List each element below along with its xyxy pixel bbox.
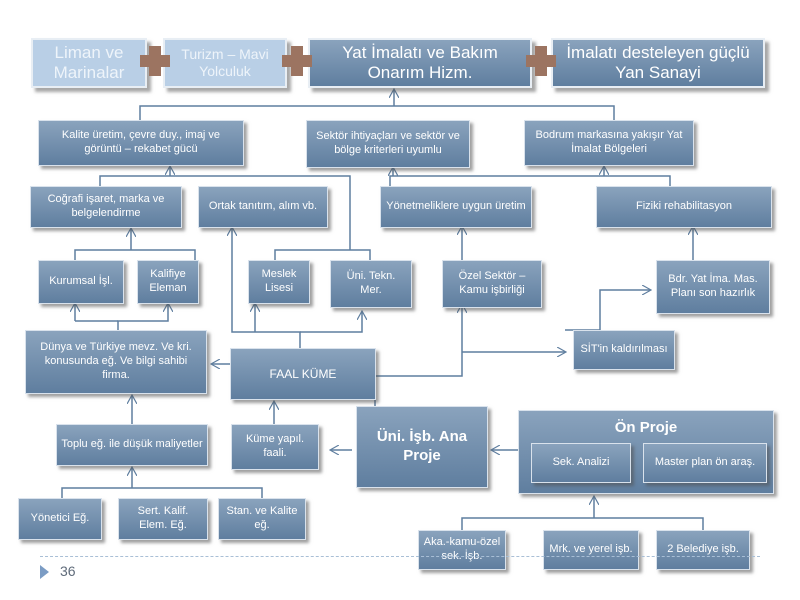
bdr-plan-box: Bdr. Yat İma. Mas. Planı son hazırlık [656, 260, 770, 314]
master-plan-box: Master plan ön araş. [643, 443, 767, 483]
ortak-tanitim-box: Ortak tanıtım, alım vb. [198, 186, 328, 228]
yonetmelik-box: Yönetmeliklere uygun üretim [380, 186, 532, 228]
master-plan-label: Master plan ön araş. [654, 456, 756, 469]
sit-box: SİT'in kaldırılması [573, 330, 675, 370]
ozel-sektor-box: Özel Sektör – Kamu işbirliği [442, 260, 542, 308]
yan-sanayi-label: İmalatı desteleyen güçlü Yan Sanayi [566, 42, 750, 82]
uni-isb-label: Üni. İşb. Ana Proje [376, 428, 468, 464]
slide-arrow-icon [40, 565, 49, 579]
toplu-eg-label: Toplu eğ. ile düşük maliyetler [61, 438, 203, 451]
ozel-sektor-label: Özel Sektör – Kamu işbirliği [458, 270, 526, 296]
fiziki-label: Fiziki rehabilitasyon [636, 200, 732, 213]
kurumsal-label: Kurumsal İşl. [49, 275, 113, 288]
uni-isb-box: Üni. İşb. Ana Proje [356, 406, 488, 488]
kalifiye-label: Kalifiye Eleman [149, 268, 187, 294]
sek-analizi-label: Sek. Analizi [552, 456, 610, 469]
faal-kume-label: FAAL KÜME [269, 366, 337, 381]
footer-divider [40, 556, 760, 557]
connector-plus-icon [526, 46, 556, 76]
cografi-label: Coğrafi işaret, marka ve belgelendirme [47, 193, 165, 219]
mrk-yerel-label: Mrk. ve yerel işb. [549, 543, 633, 556]
stan-kalite-box: Stan. ve Kalite eğ. [218, 498, 306, 540]
yat-imalati-label: Yat İmalatı ve Bakım Onarım Hizm. [342, 42, 498, 82]
fiziki-box: Fiziki rehabilitasyon [596, 186, 772, 228]
liman-marina-label: Liman ve Marinalar [53, 42, 125, 82]
on-proje-title: Ön Proje [614, 419, 678, 436]
connector-plus-icon [140, 46, 170, 76]
belediye-box: 2 Belediye işb. [656, 530, 750, 570]
belediye-label: 2 Belediye işb. [667, 543, 739, 556]
yonetici-label: Yönetici Eğ. [30, 512, 90, 525]
kume-yapil-box: Küme yapıl. faali. [231, 424, 319, 470]
kurumsal-box: Kurumsal İşl. [38, 260, 124, 304]
bodrum-label: Bodrum markasına yakışır Yat İmalat Bölg… [535, 129, 683, 155]
bodrum-box: Bodrum markasına yakışır Yat İmalat Bölg… [524, 120, 694, 166]
sek-analizi-box: Sek. Analizi [531, 443, 631, 483]
meslek-label: Meslek Lisesi [261, 268, 297, 294]
connector-plus-icon [282, 46, 312, 76]
page-number: 36 [60, 563, 76, 579]
yan-sanayi-box: İmalatı desteleyen güçlü Yan Sanayi [551, 38, 765, 88]
aka-kamu-box: Aka.-kamu-özel sek. İşb. [418, 530, 506, 570]
yonetmelik-label: Yönetmeliklere uygun üretim [386, 200, 526, 213]
cografi-box: Coğrafi işaret, marka ve belgelendirme [30, 186, 182, 228]
sert-kalif-box: Sert. Kalif. Elem. Eğ. [118, 498, 208, 540]
kume-yapil-label: Küme yapıl. faali. [245, 433, 305, 459]
kalite-box: Kalite üretim, çevre duy., imaj ve görün… [38, 120, 244, 166]
yonetici-box: Yönetici Eğ. [18, 498, 102, 540]
turizm-label: Turizm – Mavi Yolculuk [181, 46, 269, 79]
kalite-label: Kalite üretim, çevre duy., imaj ve görün… [61, 129, 221, 155]
dunya-box: Dünya ve Türkiye mevz. Ve kri. konusunda… [25, 330, 207, 394]
uni-tekn-label: Üni. Tekn. Mer. [346, 270, 396, 296]
meslek-box: Meslek Lisesi [248, 260, 310, 304]
toplu-eg-box: Toplu eğ. ile düşük maliyetler [56, 424, 208, 466]
sektor-ihtiyac-box: Sektör ihtiyaçları ve sektör ve bölge kr… [306, 120, 470, 168]
on-proje-panel: Ön Proje Sek. Analizi Master plan ön ara… [518, 410, 774, 494]
stan-kalite-label: Stan. ve Kalite eğ. [226, 505, 298, 531]
sektor-ihtiyac-label: Sektör ihtiyaçları ve sektör ve bölge kr… [316, 130, 460, 156]
faal-kume-box: FAAL KÜME [230, 348, 376, 400]
bdr-plan-label: Bdr. Yat İma. Mas. Planı son hazırlık [668, 273, 758, 299]
aka-kamu-label: Aka.-kamu-özel sek. İşb. [423, 536, 501, 562]
ortak-tanitim-label: Ortak tanıtım, alım vb. [208, 200, 318, 213]
turizm-box: Turizm – Mavi Yolculuk [163, 38, 287, 88]
dunya-label: Dünya ve Türkiye mevz. Ve kri. konusunda… [40, 341, 192, 381]
sit-label: SİT'in kaldırılması [580, 343, 668, 356]
uni-tekn-box: Üni. Tekn. Mer. [330, 260, 412, 308]
kalifiye-box: Kalifiye Eleman [137, 260, 199, 304]
mrk-yerel-box: Mrk. ve yerel işb. [543, 530, 639, 570]
sert-kalif-label: Sert. Kalif. Elem. Eğ. [137, 505, 189, 531]
liman-marina-box: Liman ve Marinalar [31, 38, 147, 88]
yat-imalati-box: Yat İmalatı ve Bakım Onarım Hizm. [308, 38, 532, 88]
